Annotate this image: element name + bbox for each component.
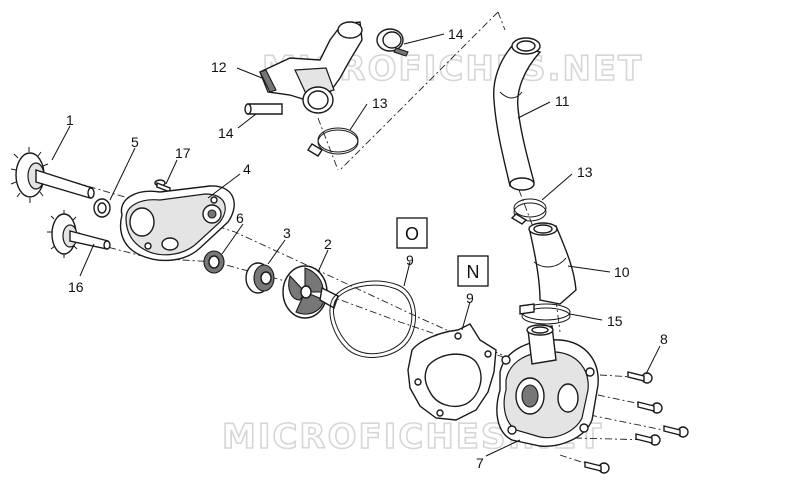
part-clamp-15: [519, 303, 571, 325]
callout-17: 17: [175, 145, 191, 161]
callout-11: 11: [555, 93, 570, 109]
part-gear-shaft-1: [10, 147, 95, 203]
variant-box-o-label: O: [405, 224, 419, 244]
part-clip-14-top: [376, 28, 409, 57]
callout-9-o: 9: [406, 252, 414, 268]
callout-9-n: 9: [466, 290, 474, 306]
callout-14-left: 14: [218, 125, 234, 141]
variant-box-n-label: N: [467, 262, 480, 282]
part-seal-6: [203, 250, 225, 274]
part-pump-housing-7: [496, 324, 599, 447]
callout-1: 1: [66, 112, 74, 128]
part-bolts-8: [584, 371, 689, 474]
part-gasket-o-9: [329, 280, 416, 358]
part-gasket-n-9: [407, 323, 497, 421]
part-hose-11: [493, 37, 542, 191]
callout-4: 4: [243, 161, 251, 177]
callout-2: 2: [324, 236, 332, 252]
callout-5: 5: [131, 134, 139, 150]
variant-box-n: N: [457, 255, 489, 287]
callout-10: 10: [614, 264, 630, 280]
part-bolt-17: [154, 179, 171, 194]
part-hose-10: [528, 222, 577, 305]
part-clamp-13-right: [510, 198, 547, 225]
callout-15: 15: [607, 313, 623, 329]
variant-box-o: O: [396, 217, 428, 249]
part-mech-seal-3: [245, 262, 275, 294]
part-gear-shaft-16: [47, 210, 111, 258]
leader-lines: [51, 33, 661, 457]
callout-7: 7: [476, 455, 484, 471]
callout-16: 16: [68, 279, 84, 295]
callout-labels: 1 3 2 4 5 6 7 8 9 9 10 11 12 13 13 14 14…: [66, 26, 668, 471]
callout-8: 8: [660, 331, 668, 347]
part-clamp-13-top: [307, 127, 359, 157]
callout-3: 3: [283, 225, 291, 241]
callout-13-right: 13: [577, 164, 593, 180]
part-clip-14-left: [244, 103, 283, 115]
part-thermostat-housing-12: [259, 21, 363, 114]
callout-13-top: 13: [372, 95, 388, 111]
part-washer-5: [93, 198, 111, 218]
callout-6: 6: [236, 210, 244, 226]
callout-12: 12: [211, 59, 227, 75]
callout-14-top: 14: [448, 26, 464, 42]
part-cover-4: [119, 185, 235, 262]
part-impeller-2: [282, 265, 339, 319]
